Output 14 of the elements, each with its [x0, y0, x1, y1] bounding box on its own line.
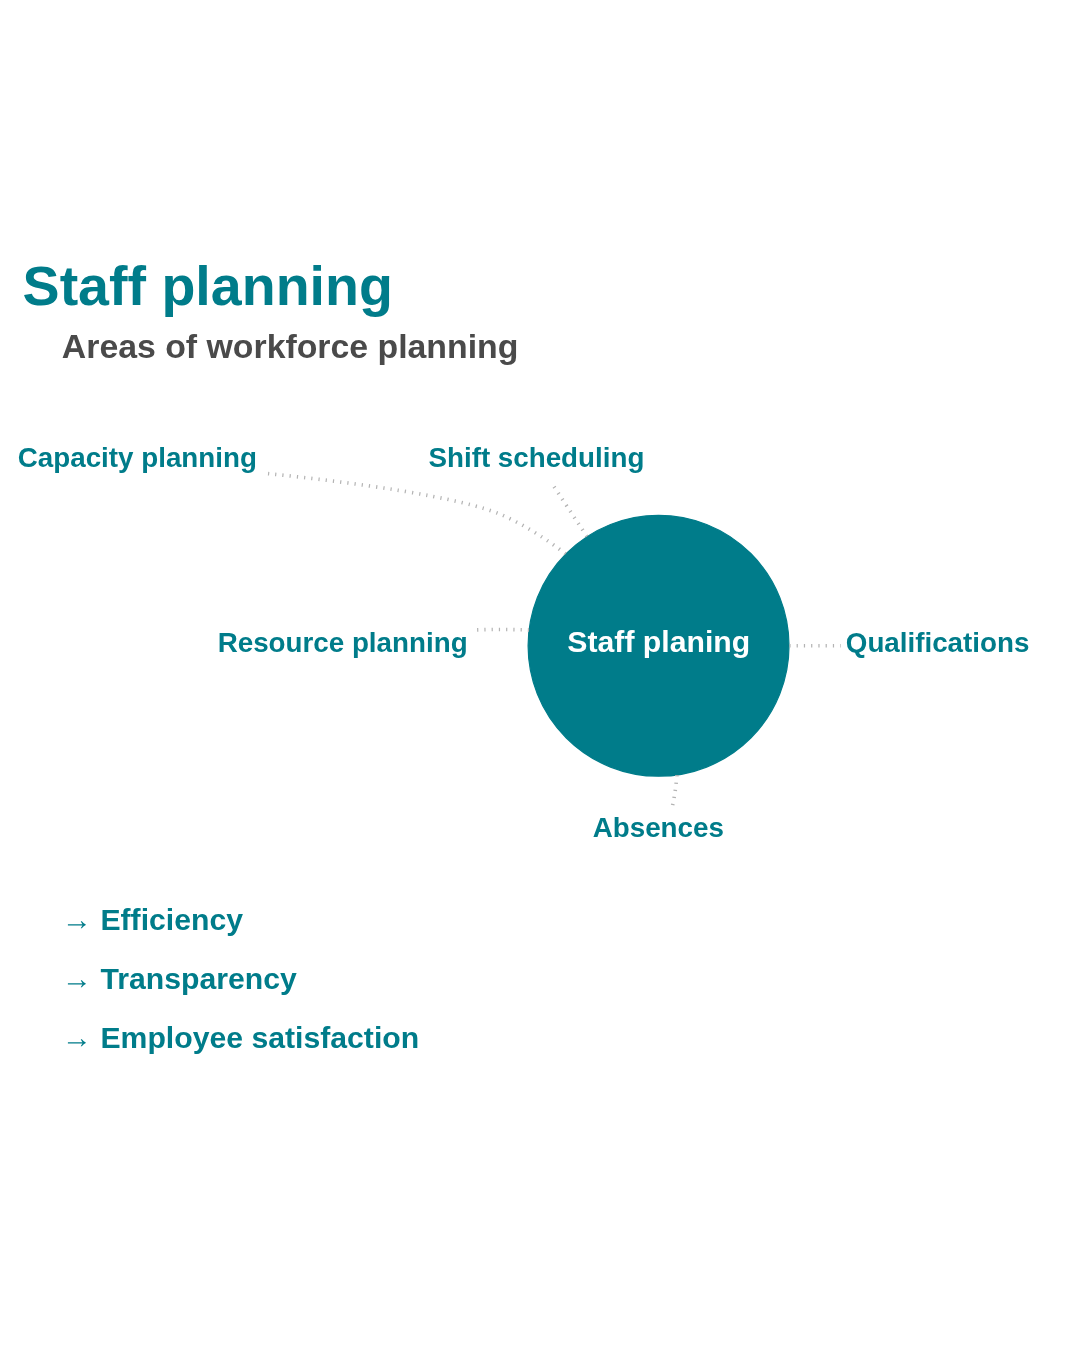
diagram-title: Staff planning [22, 254, 393, 317]
label: → Efficiency [61, 902, 244, 936]
connector [476, 627, 530, 632]
node-text: Resource planning [217, 626, 468, 658]
node-text: Capacity planning [17, 441, 257, 473]
label: → Transparency [61, 961, 297, 995]
connector [265, 471, 567, 555]
label: → Employee satisfaction [61, 1020, 420, 1054]
node-circle: Staff planing [527, 514, 790, 777]
connector [789, 643, 841, 648]
node-text: Qualifications [845, 626, 1030, 658]
label: Areas of workforce planning [61, 326, 519, 365]
node-text: Shift scheduling [428, 441, 645, 473]
node-text: Absences [592, 811, 724, 843]
